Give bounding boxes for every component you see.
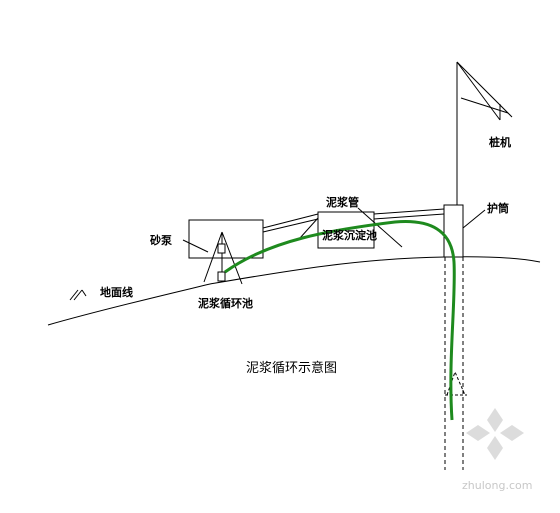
label-sedimentation-tank: 泥浆沉淀池	[322, 228, 377, 242]
casing-leader	[462, 209, 486, 229]
pile-machine	[456, 61, 513, 205]
sand-pump-box	[188, 219, 264, 259]
pump-stand	[203, 231, 243, 285]
label-ground-line: 地面线	[100, 285, 133, 299]
drill-bit	[445, 370, 467, 396]
mud-pipe-leader	[357, 207, 403, 248]
ground-line	[47, 256, 541, 326]
label-sand-pump: 砂泵	[150, 233, 172, 247]
ground-hatch-symbol	[69, 289, 87, 301]
mud-flow-line	[224, 220, 456, 421]
watermark-text: zhulong.com	[462, 479, 532, 492]
label-pile-machine: 桩机	[489, 135, 511, 149]
diagram-caption: 泥浆循环示意图	[246, 360, 337, 376]
borehole	[444, 257, 464, 470]
sand-pump-leader	[182, 239, 209, 253]
casing	[443, 204, 464, 258]
label-casing: 护筒	[487, 201, 509, 215]
label-mud-pipe: 泥浆管	[326, 195, 359, 209]
watermark-logo	[466, 408, 524, 460]
label-circulation-tank: 泥浆循环池	[198, 296, 253, 310]
pipe-lines	[262, 208, 445, 239]
